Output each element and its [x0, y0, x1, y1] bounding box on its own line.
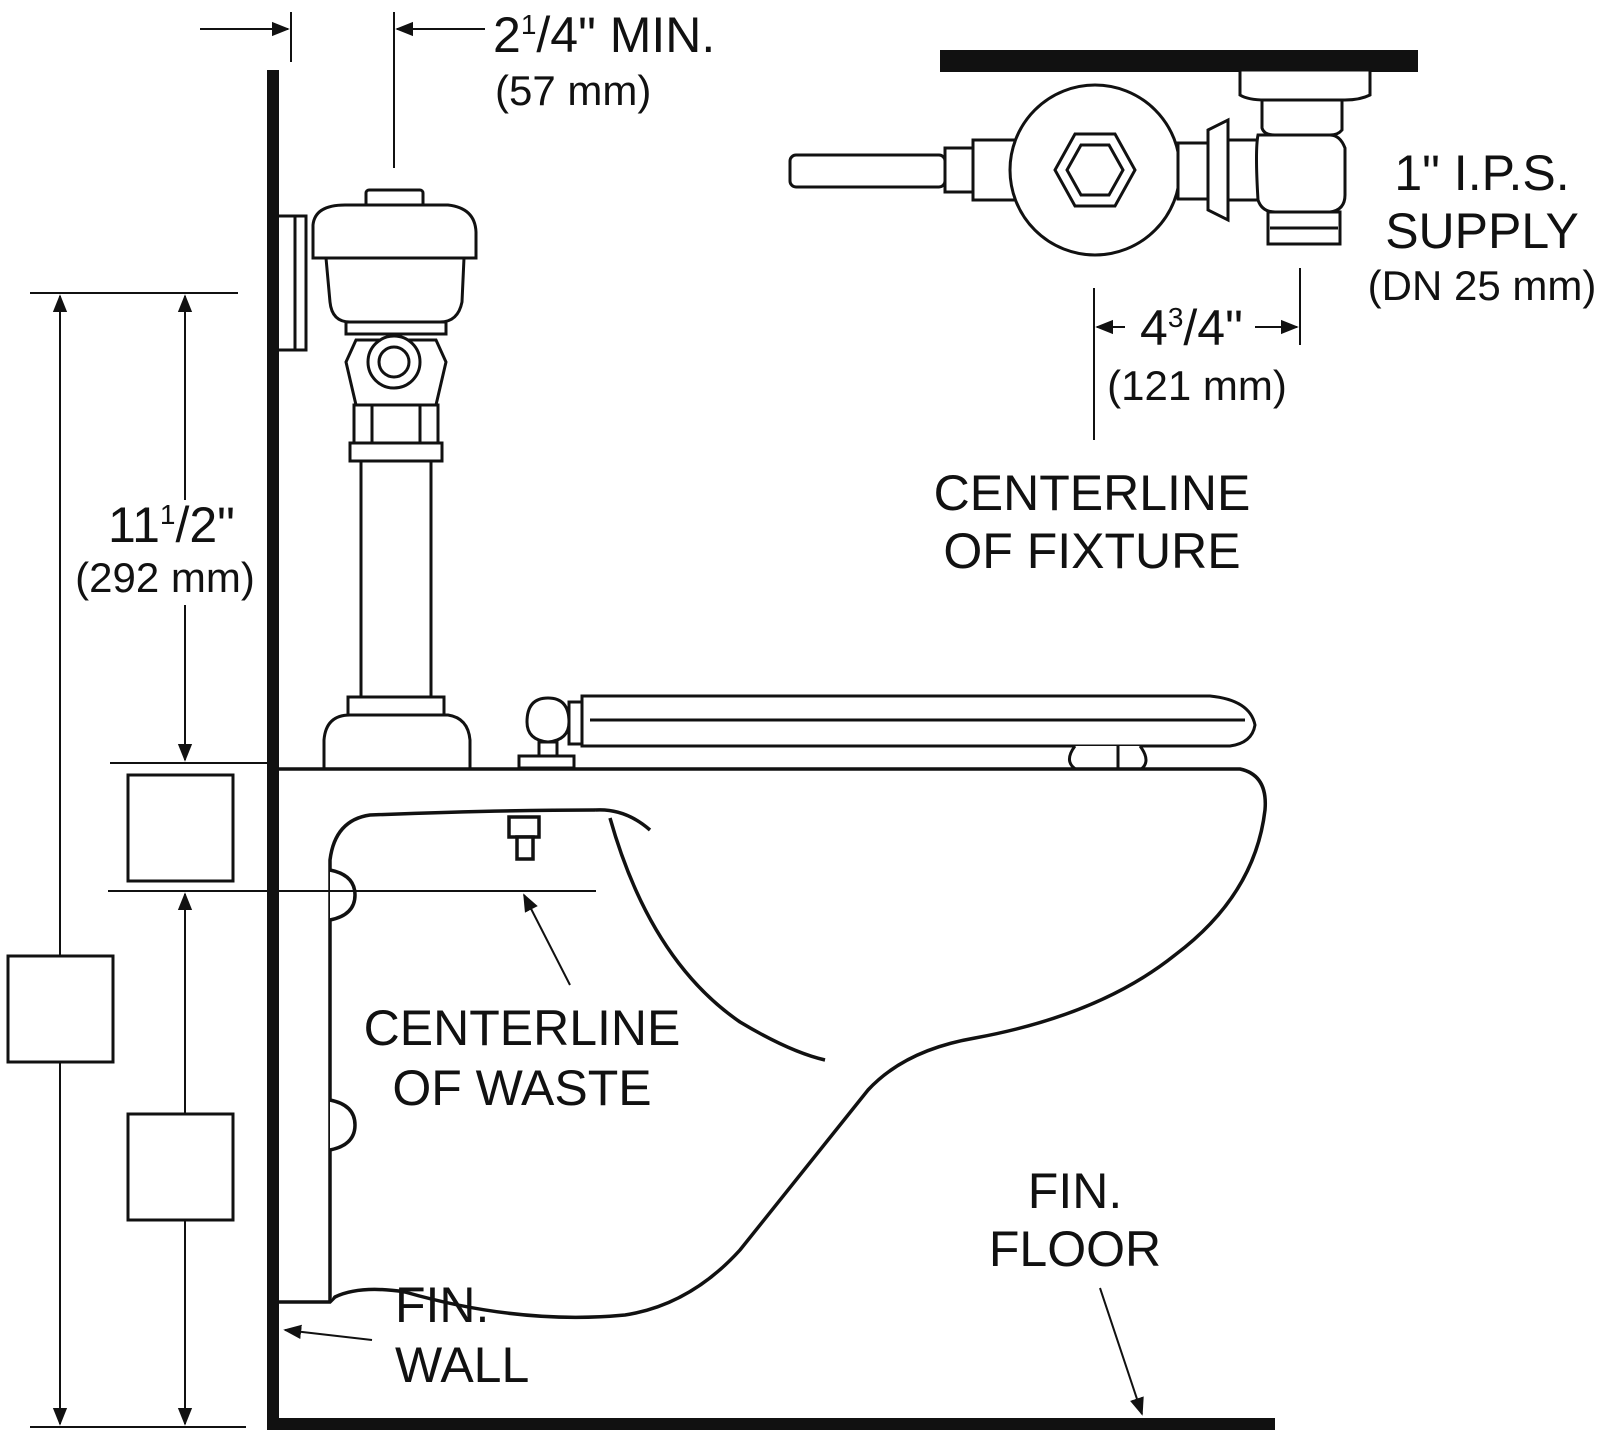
min-clearance-label: 21/4" MIN. [493, 7, 715, 63]
height-fraction-bottom: /2" [175, 497, 234, 553]
centerline-fixture-line1: CENTERLINE [934, 465, 1251, 521]
centerline-fixture-line2: OF FIXTURE [943, 523, 1240, 579]
height-whole: 11 [108, 497, 160, 553]
min-clearance-fraction-bottom: /4" MIN. [536, 7, 715, 63]
wall-top-view [940, 50, 1418, 72]
height-metric: (292 mm) [75, 554, 255, 601]
fin-floor-line2: FLOOR [989, 1221, 1161, 1277]
centerline-waste-line2: OF WASTE [392, 1060, 651, 1116]
fin-wall-leader [283, 1324, 373, 1341]
fin-wall-line1: FIN. [395, 1277, 489, 1333]
offset-whole: 4 [1140, 300, 1168, 356]
supply-line1: 1" I.P.S. [1394, 145, 1569, 201]
min-clearance-fraction-top: 1 [521, 9, 537, 40]
dimension-lines [30, 12, 1301, 1428]
finished-floor [267, 1418, 1275, 1430]
offset-metric: (121 mm) [1107, 362, 1287, 409]
flush-valve-side [279, 188, 478, 771]
centerline-waste-line1: CENTERLINE [364, 1000, 681, 1056]
height-fraction-top: 1 [160, 499, 176, 530]
fin-wall-line2: WALL [395, 1337, 529, 1393]
finished-wall [267, 70, 279, 1428]
min-clearance-metric: (57 mm) [495, 67, 651, 114]
supply-line3: (DN 25 mm) [1368, 262, 1597, 309]
carrier-brackets [6, 773, 235, 1222]
flush-valve-top [788, 50, 1418, 257]
fin-floor-line1: FIN. [1028, 1163, 1122, 1219]
supply-line2: SUPPLY [1385, 203, 1579, 259]
height-label: 111/2" [108, 497, 235, 553]
offset-fraction-bottom: /4" [1183, 300, 1242, 356]
toilet-seat [517, 694, 1257, 772]
offset-label: 43/4" [1140, 300, 1243, 356]
offset-fraction-top: 3 [1168, 302, 1184, 333]
min-clearance-whole: 2 [493, 7, 521, 63]
